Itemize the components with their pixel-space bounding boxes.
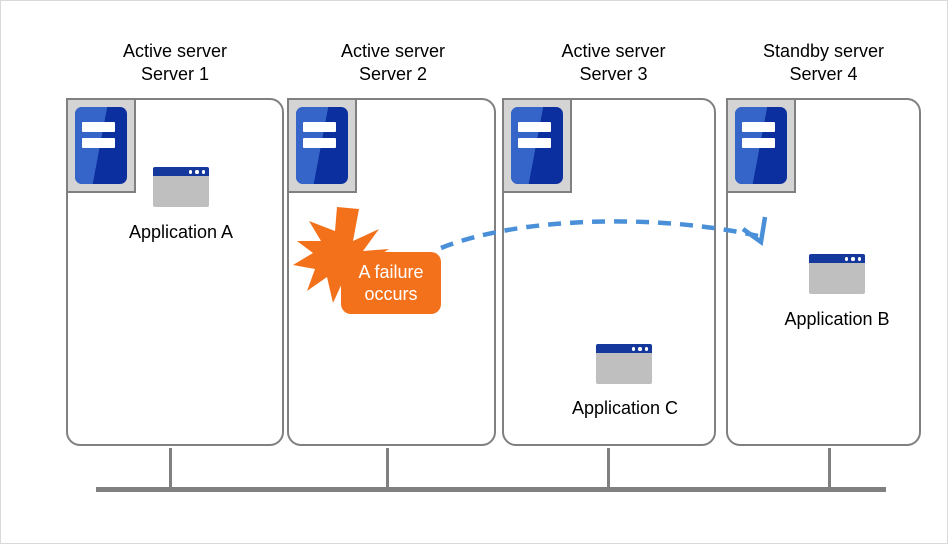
rack-slot-bar <box>82 121 115 132</box>
server-title-2: Active server Server 2 <box>287 40 499 86</box>
application-window-icon-a[interactable] <box>153 167 209 207</box>
server-rack-icon-1 <box>66 98 136 193</box>
rack-slot-bar <box>82 137 115 148</box>
rack-slot-bar <box>303 137 336 148</box>
window-title-bar <box>153 167 209 176</box>
failure-callout: A failure occurs <box>341 252 441 314</box>
network-drop-line-4 <box>828 448 831 488</box>
server-role-3: Active server <box>561 41 666 61</box>
server-name-1: Server 1 <box>140 64 210 84</box>
window-dots-icon <box>844 257 861 261</box>
network-drop-line-3 <box>607 448 610 488</box>
server-title-1: Active server Server 1 <box>66 40 284 86</box>
application-label-c: Application C <box>571 398 679 418</box>
server-rack-icon-3 <box>502 98 572 193</box>
network-bus-line <box>96 487 886 492</box>
server-rack-icon-4 <box>726 98 796 193</box>
rack-slot-bar <box>518 121 551 132</box>
server-rack-icon-2 <box>287 98 357 193</box>
rack-slot-bar <box>518 137 551 148</box>
rack-slot-bar <box>303 121 336 132</box>
network-drop-line-2 <box>386 448 389 488</box>
server-name-3: Server 3 <box>579 64 648 84</box>
rack-body <box>75 107 127 184</box>
failure-text-line1: A failure <box>358 262 424 282</box>
application-window-icon-b[interactable] <box>809 254 865 294</box>
application-label-b: Application B <box>784 309 890 329</box>
server-name-4: Server 4 <box>789 64 858 84</box>
network-drop-line-1 <box>169 448 172 488</box>
window-title-bar <box>596 344 652 353</box>
server-title-4: Standby server Server 4 <box>726 40 921 86</box>
window-body <box>596 353 652 384</box>
server-role-4: Standby server <box>762 41 885 61</box>
rack-body <box>296 107 348 184</box>
server-role-1: Active server <box>122 41 228 61</box>
application-label-a: Application A <box>128 222 234 242</box>
application-window-icon-c[interactable] <box>596 344 652 384</box>
window-body <box>809 263 865 294</box>
rack-body <box>735 107 787 184</box>
window-dots-icon <box>188 170 205 174</box>
server-title-3: Active server Server 3 <box>506 40 721 86</box>
window-dots-icon <box>631 347 648 351</box>
server-name-2: Server 2 <box>358 64 428 84</box>
rack-body <box>511 107 563 184</box>
server-role-2: Active server <box>340 41 446 61</box>
failure-text-line2: occurs <box>364 284 418 304</box>
rack-slot-bar <box>742 121 775 132</box>
window-title-bar <box>809 254 865 263</box>
window-body <box>153 176 209 207</box>
rack-slot-bar <box>742 137 775 148</box>
